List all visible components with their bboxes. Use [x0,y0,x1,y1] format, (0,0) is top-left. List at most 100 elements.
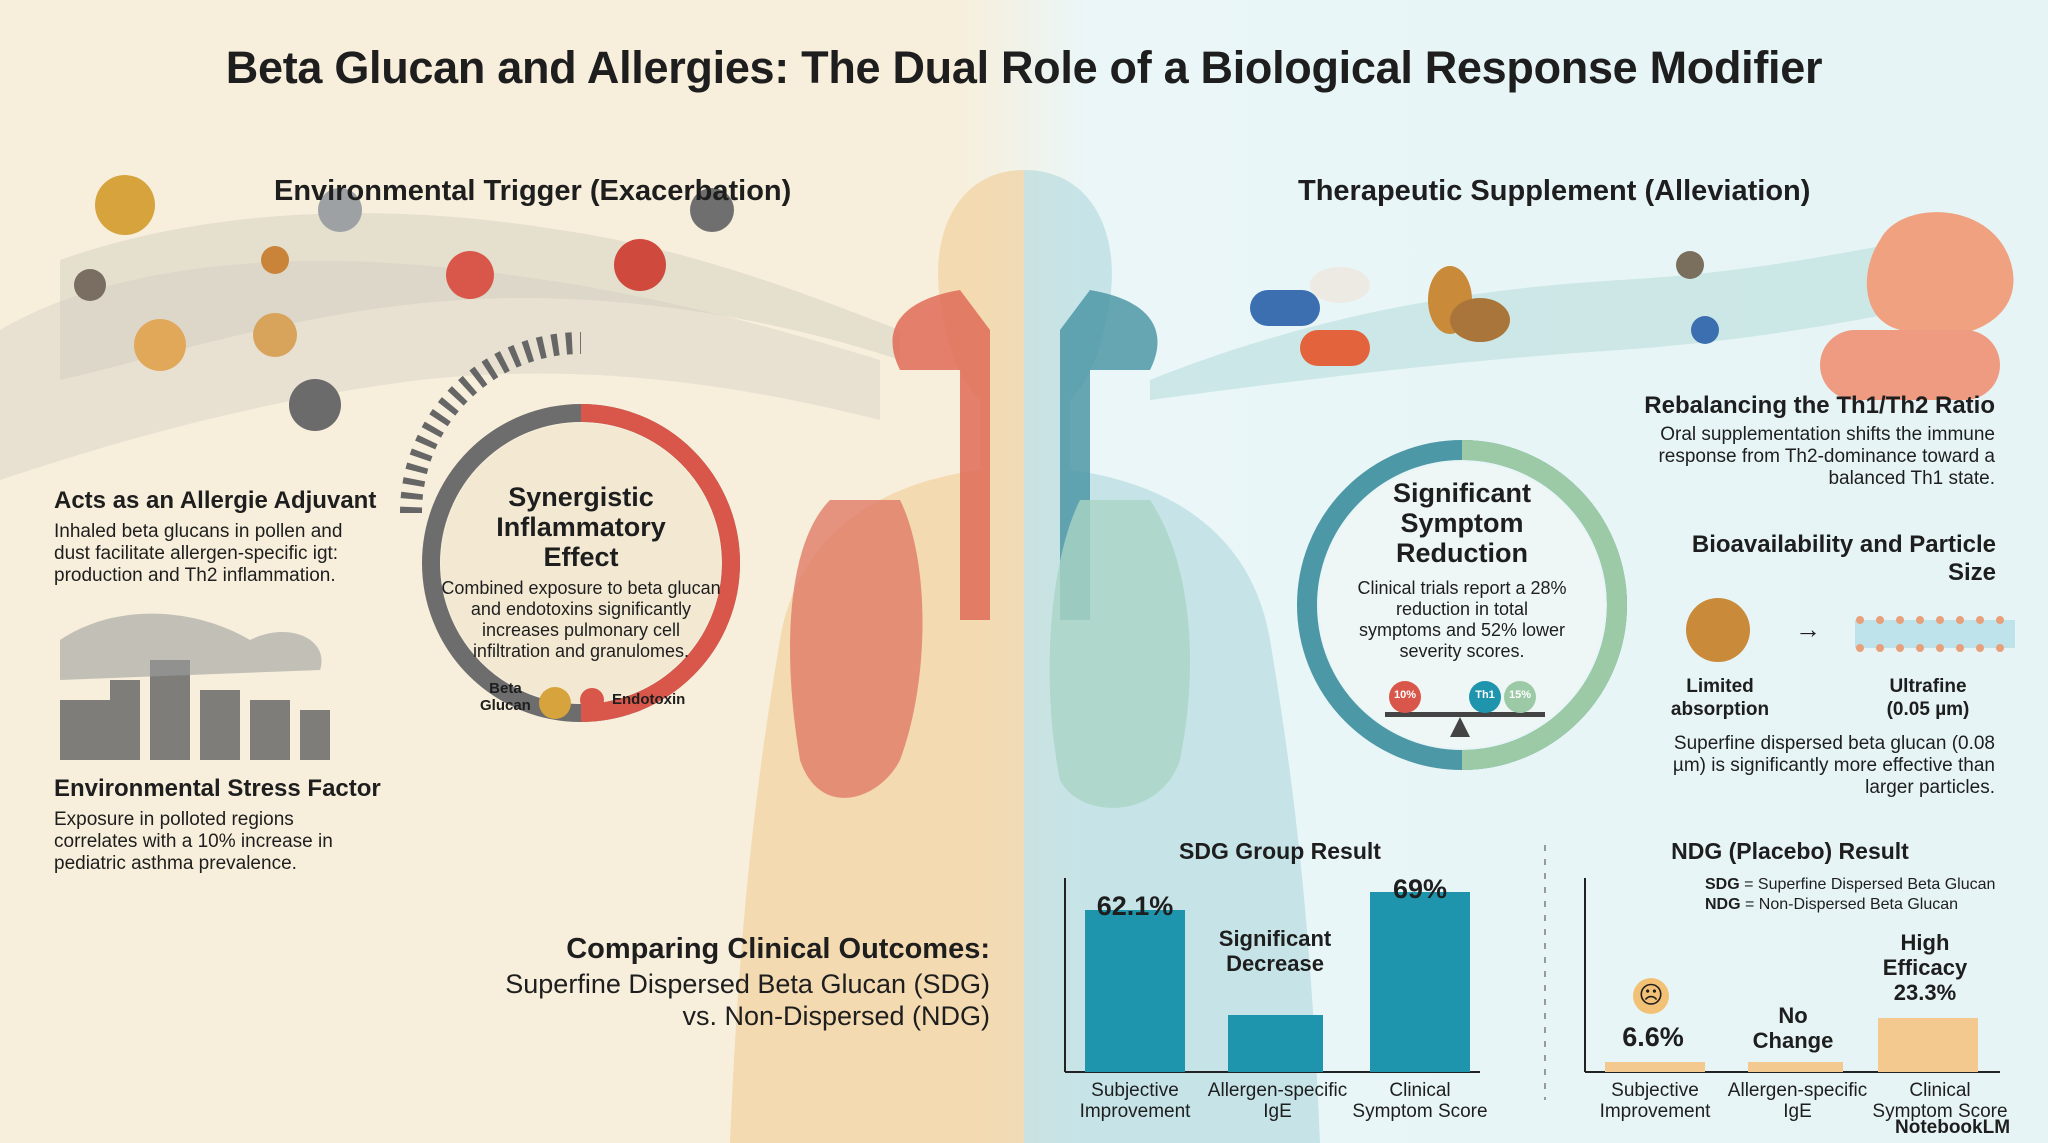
scale-mid-label: Th1 [1475,689,1495,701]
beta-glucan-label-line: Beta [489,680,522,697]
sdg-value-2-line: Significant [1218,926,1332,951]
sdg-category-3: Clinical Symptom Score [1350,1080,1490,1122]
legend-sdg-def: = Superfine Dispersed Beta Glucan [1744,876,1996,893]
category-label-line: Subjective [1091,1080,1179,1101]
sdg-value-3: 69% [1392,874,1448,904]
legend: SDG = Superfine Dispersed Beta Glucan ND… [1705,875,2005,915]
sdg-bar-2 [1228,1015,1323,1072]
sdg-value-2-line: Decrease [1226,951,1324,976]
ndg-category-3: Clinical Symptom Score [1870,1080,2010,1122]
category-label-line: Clinical [1909,1080,1971,1101]
legend-sdg-abbr: SDG [1705,876,1740,893]
ndg-value-3-line: 23.3% [1893,980,1957,1005]
bioavailability-heading: Bioavailability and Particle Size [1691,531,1996,586]
stress-text-line: pediatric asthma prevalence. [54,853,297,874]
limited-label-line: absorption [1670,699,1770,720]
endotoxin-label: Endotoxin [612,691,686,708]
scale-right-label: 15% [1508,689,1532,701]
legend-ndg-abbr: NDG [1705,896,1741,913]
adjuvant-text-line: production and Th2 inflammation. [54,565,336,586]
rebalancing-text-line: Oral supplementation shifts the immune [1660,424,1995,445]
synergy-text-line: and endotoxins significantly [470,599,692,619]
ndg-value-2: No Change [1733,1003,1853,1053]
ndg-chart-title: NDG (Placebo) Result [1671,838,1909,864]
category-label-line: Allergen-specific [1727,1080,1868,1101]
stress-text: Exposure in polloted regions correlates … [54,809,414,875]
symptom-text-line: symptoms and 52% lower [1358,620,1566,640]
legend-ndg-def: = Non-Dispersed Beta Glucan [1745,896,1959,913]
scale-left-label: 10% [1393,689,1417,701]
ndg-value-3-line: High [1900,930,1950,955]
limited-label-line: Limited [1686,676,1754,697]
ultrafine-label-line: Ultrafine [1889,676,1967,697]
ndg-value-1: 6.6% [1622,1022,1684,1052]
sdg-bar-3 [1370,892,1470,1072]
ndg-value-3-line: Efficacy [1882,955,1968,980]
symptom-heading-line: Symptom [1400,508,1524,538]
comparison-line: Superfine Dispersed Beta Glucan (SDG) [505,969,990,999]
bioavailability-text-line: µm) is significantly more effective than [1672,755,1995,776]
synergy-heading: Synergistic Inflammatory Effect [431,482,731,572]
sdg-bar-1 [1085,910,1185,1072]
category-label-line: IgE [1783,1101,1812,1122]
category-label-line: Clinical [1389,1080,1451,1101]
limited-absorption-label: Limited absorption [1665,675,1775,721]
sdg-chart-title: SDG Group Result [1179,838,1381,864]
category-label-line: Symptom Score [1352,1101,1488,1122]
stress-block: Environmental Stress Factor Exposure in … [54,775,414,875]
comparison-block: Comparing Clinical Outcomes: Superfine D… [500,933,990,1032]
arrow-right-icon: → [1795,614,1821,644]
synergy-heading-line: Inflammatory [496,512,666,542]
beta-glucan-label: Beta Glucan [480,680,531,714]
category-label-line: Subjective [1611,1080,1699,1101]
symptom-block: Significant Symptom Reduction Clinical t… [1322,478,1602,662]
category-label-line: Allergen-specific [1207,1080,1348,1101]
symptom-text-line: severity scores. [1399,641,1525,661]
comparison-line: vs. Non-Dispersed (NDG) [682,1001,990,1031]
legend-sdg: SDG = Superfine Dispersed Beta Glucan [1705,875,2005,895]
ndg-bar-3 [1878,1018,1978,1072]
stress-heading: Environmental Stress Factor [54,775,381,802]
synergy-text-line: infiltration and granulomes. [472,641,690,661]
ndg-value-2-line: Change [1752,1028,1834,1053]
symptom-heading-line: Reduction [1396,538,1528,568]
bioavailability-text-line: larger particles. [1865,777,1995,798]
symptom-heading: Significant Symptom Reduction [1322,478,1602,568]
category-label-line: IgE [1263,1101,1292,1122]
rebalancing-text: Oral supplementation shifts the immune r… [1580,424,1995,490]
synergy-text-line: increases pulmonary cell [481,620,681,640]
rebalancing-block: Rebalancing the Th1/Th2 Ratio Oral suppl… [1580,392,1995,490]
bioavailability-text-line: Superfine dispersed beta glucan (0.08 [1673,733,1995,754]
adjuvant-heading: Acts as an Allergie Adjuvant [54,487,377,514]
stress-text-line: Exposure in polloted regions [54,809,294,830]
sdg-category-2: Allergen-specific IgE [1200,1080,1355,1122]
right-section-title: Therapeutic Supplement (Alleviation) [1298,175,1811,207]
sdg-value-2: Significant Decrease [1210,926,1340,976]
beta-glucan-label-line: Glucan [480,697,531,714]
rebalancing-text-line: balanced Th1 state. [1828,468,1995,489]
ndg-category-1: Subjective Improvement [1590,1080,1720,1122]
comparison-heading: Comparing Clinical Outcomes: [566,933,990,965]
adjuvant-text-line: Inhaled beta glucans in pollen and [54,521,343,542]
rebalancing-text-line: response from Th2-dominance toward a [1658,446,1995,467]
bioavailability-text: Superfine dispersed beta glucan (0.08 µm… [1600,733,1995,799]
legend-ndg: NDG = Non-Dispersed Beta Glucan [1705,895,2005,915]
symptom-text: Clinical trials report a 28% reduction i… [1322,578,1602,662]
sad-face-icon: ☹ [1633,978,1669,1014]
sdg-value-1: 62.1% [1096,891,1174,921]
ultrafine-label-line: (0.05 µm) [1886,699,1970,720]
symptom-text-line: Clinical trials report a 28% [1357,578,1567,598]
ultrafine-label: Ultrafine (0.05 µm) [1868,675,1988,721]
synergy-block: Synergistic Inflammatory Effect Combined… [431,482,731,662]
category-label-line: Improvement [1599,1101,1711,1122]
symptom-text-line: reduction in total [1395,599,1529,619]
adjuvant-block: Acts as an Allergie Adjuvant Inhaled bet… [54,487,384,587]
page-title: Beta Glucan and Allergies: The Dual Role… [225,42,1823,93]
synergy-text-line: Combined exposure to beta glucan [441,578,721,598]
ndg-bar-2 [1748,1062,1843,1072]
ndg-value-2-line: No [1778,1003,1808,1028]
ndg-category-2: Allergen-specific IgE [1720,1080,1875,1122]
ndg-value-3: High Efficacy 23.3% [1870,930,1980,1005]
left-section-title: Environmental Trigger (Exacerbation) [274,175,792,207]
